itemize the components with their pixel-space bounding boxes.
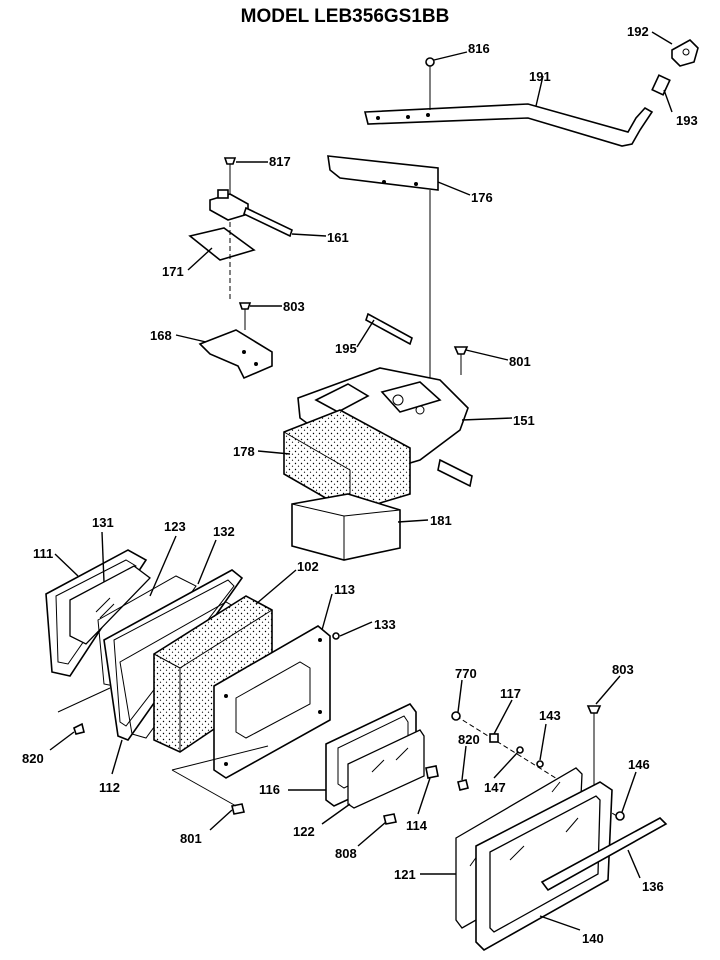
label-161-upper: 161 — [327, 230, 349, 245]
label-801-lower: 801 — [180, 831, 202, 846]
label-192: 192 — [627, 24, 649, 39]
label-168: 168 — [150, 328, 172, 343]
label-191: 191 — [529, 69, 551, 84]
inner-door-panel-113 — [213, 625, 331, 779]
washer-146 — [615, 811, 625, 821]
screw-803-top — [238, 302, 252, 330]
label-803-upper: 803 — [283, 299, 305, 314]
washer-147 — [516, 746, 524, 754]
latch-handle-part — [363, 103, 654, 147]
diagram-title: MODEL LEB356GS1BB — [241, 6, 450, 27]
outer-door-frame-140 — [475, 781, 613, 951]
door-glass-131 — [69, 565, 151, 645]
screw-770 — [451, 711, 461, 721]
label-801-upper: 801 — [509, 354, 531, 369]
screw-133 — [332, 632, 340, 640]
label-133: 133 — [374, 617, 396, 632]
label-178: 178 — [233, 444, 255, 459]
label-147: 147 — [484, 780, 506, 795]
label-181: 181 — [430, 513, 452, 528]
latch-bracket-part — [327, 155, 439, 191]
label-820-left: 820 — [22, 751, 44, 766]
screw-801-lower — [231, 803, 245, 815]
screw-801-upper — [453, 346, 469, 375]
screw-803-lower — [586, 705, 602, 714]
label-132: 132 — [213, 524, 235, 539]
spacer-117 — [489, 733, 499, 743]
insulation-block-part — [283, 409, 411, 513]
actuator-rod-part — [365, 312, 413, 346]
screw-820-right — [457, 779, 469, 791]
label-123: 123 — [164, 519, 186, 534]
label-136: 136 — [642, 879, 664, 894]
label-817: 817 — [269, 154, 291, 169]
label-193: 193 — [676, 113, 698, 128]
label-117: 117 — [500, 686, 521, 701]
knob-part — [671, 39, 699, 67]
label-808: 808 — [335, 846, 357, 861]
label-113: 113 — [334, 582, 355, 597]
label-121: 121 — [394, 867, 416, 882]
label-171: 171 — [162, 264, 184, 279]
label-816: 816 — [468, 41, 490, 56]
screw-817 — [223, 157, 237, 195]
screw-816 — [425, 57, 435, 67]
label-140: 140 — [582, 931, 604, 946]
window-glass-122 — [347, 729, 425, 809]
mounting-bracket-part — [198, 329, 273, 380]
label-111: 111 — [33, 546, 53, 561]
insulator-plate-part — [188, 227, 256, 261]
label-131: 131 — [92, 515, 114, 530]
insulation-pad-part — [291, 493, 401, 561]
label-122: 122 — [293, 824, 315, 839]
handle-trim-136 — [540, 817, 668, 892]
leader-lines — [49, 31, 673, 931]
screw-820-left — [73, 722, 85, 735]
screw-808 — [383, 813, 397, 825]
label-143: 143 — [539, 708, 561, 723]
washer-143 — [536, 760, 544, 768]
label-102: 102 — [297, 559, 319, 574]
label-114: 114 — [406, 818, 428, 833]
label-195: 195 — [335, 341, 357, 356]
label-176-upper: 176 — [471, 190, 493, 205]
label-820-right: 820 — [458, 732, 480, 747]
label-770: 770 — [455, 666, 477, 681]
label-146: 146 — [628, 757, 650, 772]
label-803-lower: 803 — [612, 662, 634, 677]
label-116: 116 — [259, 782, 280, 797]
label-151: 151 — [513, 413, 535, 428]
screw-114 — [425, 765, 439, 779]
switch-part — [209, 189, 293, 238]
label-112: 112 — [99, 780, 120, 795]
sleeve-part — [651, 74, 671, 96]
